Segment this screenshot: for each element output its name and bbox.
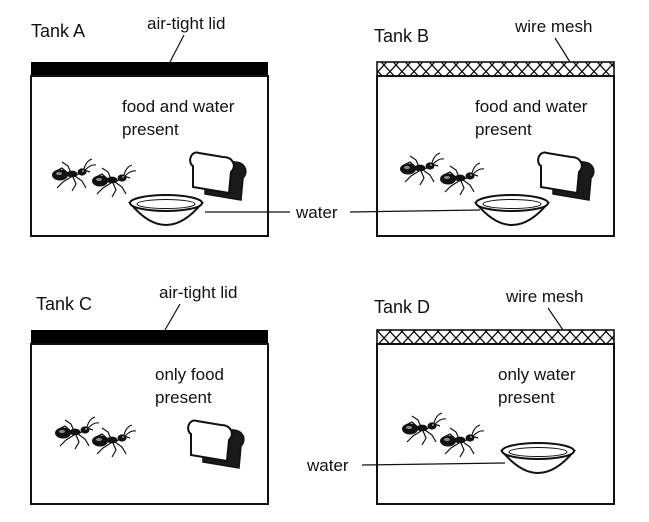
tank-a-title: Tank A <box>31 21 85 41</box>
tank-a-contents-line1: food and water <box>122 97 235 116</box>
tank-d-cover-label: wire mesh <box>505 287 583 306</box>
bread-icon <box>187 419 245 469</box>
tank-a-contents-line2: present <box>122 120 179 139</box>
water-leader-bottom <box>361 462 506 466</box>
tank-b-contents-line2: present <box>475 120 532 139</box>
tank-a-cover-leader <box>169 34 185 63</box>
tank-b-title: Tank B <box>374 26 429 46</box>
tank-c-title: Tank C <box>36 294 92 314</box>
tank-c-cover-label: air-tight lid <box>159 283 237 302</box>
water-dish-icon <box>129 194 203 226</box>
ant-icon <box>54 416 100 450</box>
water-leader-right <box>349 209 481 213</box>
tank-c-cover-leader <box>164 303 181 331</box>
tank-b-cover-leader <box>554 37 571 63</box>
tank-c-box <box>30 343 269 505</box>
tank-b-wire-mesh <box>376 61 615 77</box>
tank-d-contents-line1: only water <box>498 365 576 384</box>
bread-icon <box>189 151 247 201</box>
ant-icon <box>399 152 445 186</box>
ant-icon <box>91 164 137 198</box>
tank-d-box <box>376 343 615 505</box>
tank-b-cover-label: wire mesh <box>514 17 592 36</box>
tank-d-wire-mesh <box>376 329 615 345</box>
tank-b-box <box>376 75 615 237</box>
tank-a-cover-label: air-tight lid <box>147 14 225 33</box>
ant-icon <box>401 412 447 446</box>
ant-icon <box>439 162 485 196</box>
tank-c-airtight-lid <box>31 330 268 344</box>
tank-b: Tank B wire mesh food and water present <box>374 17 615 237</box>
tank-a-airtight-lid <box>31 62 268 76</box>
tank-c: Tank C air-tight lid only food present <box>30 283 269 505</box>
tank-d-title: Tank D <box>374 297 430 317</box>
tank-d: Tank D wire mesh only water present <box>374 287 615 505</box>
ant-icon <box>439 424 485 458</box>
water-dish-icon <box>475 194 549 226</box>
ant-icon <box>91 424 137 458</box>
tank-a: Tank A air-tight lid food and water pres… <box>30 14 269 237</box>
tank-b-contents-line1: food and water <box>475 97 588 116</box>
tank-d-cover-leader <box>547 307 564 331</box>
water-label-bottom: water <box>306 456 349 475</box>
bread-icon <box>537 151 595 201</box>
tank-c-contents-line1: only food <box>155 365 224 384</box>
tank-c-contents-line2: present <box>155 388 212 407</box>
water-dish-icon <box>501 442 575 474</box>
tank-d-contents-line2: present <box>498 388 555 407</box>
water-label-top: water <box>295 203 338 222</box>
tank-a-box <box>30 75 269 237</box>
ant-icon <box>51 158 97 192</box>
